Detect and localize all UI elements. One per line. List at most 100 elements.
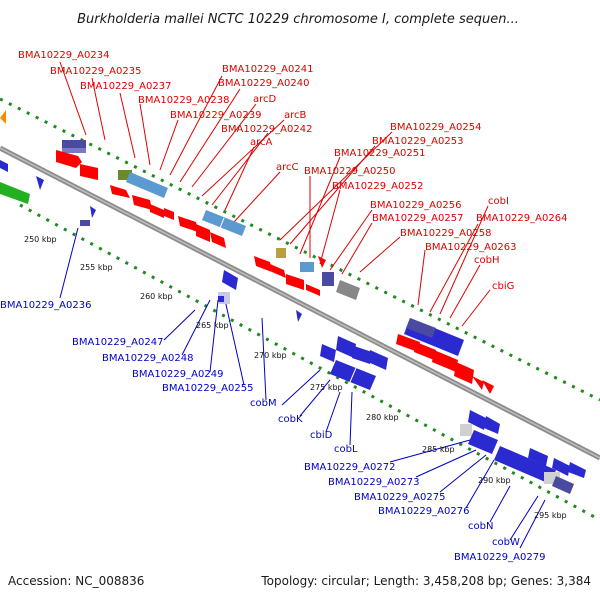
topology-text: Topology: circular; Length: 3,458,208 bp… [260,574,591,588]
kbp-tick: 250 kbp [24,235,57,244]
forward-gene-labels: BMA10229_A0234 BMA10229_A0235 BMA10229_A… [18,50,567,292]
inner-dotted-ruler [19,203,600,522]
gene-arrow [296,310,302,322]
gene-label[interactable]: cobL [334,444,358,455]
gene-label[interactable]: BMA10229_A0251 [334,148,425,159]
gene-arrow [352,346,372,364]
gene-label[interactable]: cbiG [492,281,514,292]
gene-label[interactable]: arcD [253,94,277,105]
reverse-gene-labels: BMA10229_A0236 BMA10229_A0247 BMA10229_A… [0,300,545,563]
gene-arrow [396,334,420,352]
gene-label[interactable]: BMA10229_A0235 [50,66,141,77]
kbp-tick: 275 kbp [310,383,343,392]
gene-label[interactable]: arcA [250,137,273,148]
gene-label[interactable]: cobH [474,255,499,266]
gene-arrow [80,164,98,180]
gene-block [276,248,286,258]
gene-arrow [482,380,494,394]
gene-label[interactable]: arcB [284,110,307,121]
gene-label[interactable]: BMA10229_A0256 [370,200,461,211]
gene-label[interactable]: BMA10229_A0252 [332,181,423,192]
gene-label[interactable]: BMA10229_A0241 [222,64,313,75]
gene-arrow [196,224,210,242]
accession-text: Accession: NC_008836 [8,574,144,588]
gene-arrow [164,208,174,220]
gene-label[interactable]: BMA10229_A0250 [304,166,395,177]
gene-arrow [432,350,458,372]
gene-block-rotated [126,172,168,198]
gene-block-rotated [336,280,360,300]
gene-label[interactable]: BMA10229_A0247 [72,337,163,348]
gene-label[interactable]: BMA10229_A0279 [454,552,545,563]
gene-arrow [210,232,226,248]
gene-label[interactable]: BMA10229_A0264 [476,213,567,224]
gene-block-rotated [468,430,498,454]
gene-label[interactable]: cobW [492,537,520,548]
gene-label[interactable]: BMA10229_A0272 [304,462,395,473]
gene-block [460,424,472,436]
gene-label[interactable]: cobI [488,196,509,207]
gene-label[interactable]: BMA10229_A0236 [0,300,91,311]
gene-arrow [56,150,82,168]
gene-label[interactable]: BMA10229_A0242 [221,124,312,135]
gene-arrow [472,376,484,390]
reverse-leader-lines [59,227,546,549]
kbp-tick: 295 kbp [534,511,567,520]
gene-label[interactable]: BMA10229_A0255 [162,383,253,394]
gene-label[interactable]: BMA10229_A0238 [138,95,229,106]
gene-arrow [0,160,8,172]
forward-strand-genes [0,110,494,394]
kbp-tick-labels: 250 kbp 255 kbp 260 kbp 265 kbp 270 kbp … [24,235,567,520]
gene-label[interactable]: BMA10229_A0240 [218,78,309,89]
gene-arrow [222,270,238,290]
gene-label[interactable]: BMA10229_A0234 [18,50,109,61]
gene-label[interactable]: BMA10229_A0276 [378,506,469,517]
gene-arrow [414,342,436,360]
gene-arrow [468,410,486,430]
gene-arrow [528,448,548,466]
gene-label[interactable]: BMA10229_A0275 [354,492,445,503]
gene-block [118,170,132,180]
gene-label[interactable]: BMA10229_A0263 [425,242,516,253]
gene-block [300,262,314,272]
gene-label[interactable]: cobM [250,398,277,409]
gene-label[interactable]: BMA10229_A0273 [328,477,419,488]
gene-block [322,272,334,286]
gene-label[interactable]: BMA10229_A0257 [372,213,463,224]
outer-dotted-ruler [0,97,600,402]
kbp-tick: 270 kbp [254,351,287,360]
gene-arrow [270,264,286,278]
gene-arrow [568,462,586,478]
gene-arrow [36,176,44,190]
gene-block-rotated [552,476,574,494]
gene-arrow [0,110,6,124]
gene-label[interactable]: BMA10229_A0254 [390,122,481,133]
gene-label[interactable]: arcC [276,162,299,173]
gene-block-rotated [202,210,246,236]
map-title: Burkholderia mallei NCTC 10229 chromosom… [77,12,519,27]
kbp-tick: 260 kbp [140,292,173,301]
kbp-tick: 255 kbp [80,263,113,272]
gene-arrow [484,416,500,434]
gene-label[interactable]: BMA10229_A0258 [400,228,491,239]
gene-label[interactable]: BMA10229_A0239 [170,110,261,121]
gene-arrow [336,336,356,358]
gene-label[interactable]: cobN [468,521,493,532]
gene-arrow [90,206,96,218]
gene-arrow [368,350,388,370]
gene-arrow [306,284,320,296]
gene-label[interactable]: BMA10229_A0237 [80,81,171,92]
gene-arrow [254,256,272,272]
kbp-tick: 285 kbp [422,445,455,454]
gene-label[interactable]: cobK [278,414,303,425]
gene-arrow [318,256,326,268]
gene-arrow [110,185,130,198]
gene-arrow [150,204,164,218]
gene-label[interactable]: BMA10229_A0253 [372,136,463,147]
gene-block [62,140,86,150]
gene-label[interactable]: BMA10229_A0248 [102,353,193,364]
gene-label[interactable]: BMA10229_A0249 [132,369,223,380]
gene-label[interactable]: cbiD [310,430,333,441]
gene-arrow [320,344,336,362]
